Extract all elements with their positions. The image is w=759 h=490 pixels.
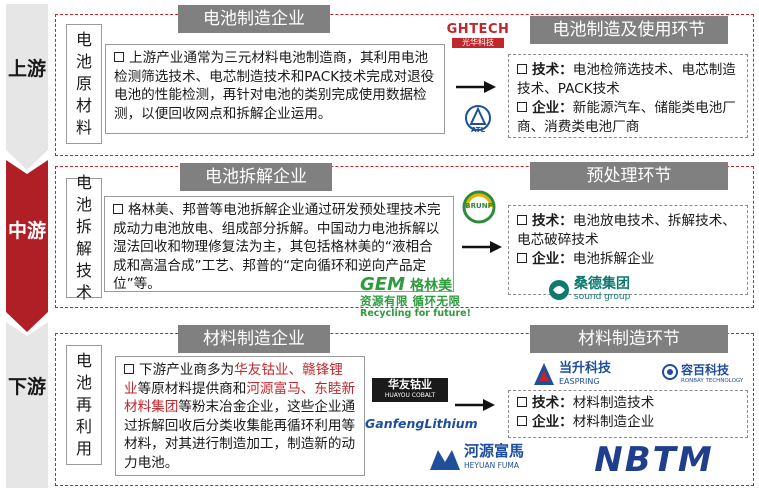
sound-emblem-icon [549,280,569,300]
bullet-square-icon [517,416,527,426]
downstream-detail-box: 技术：材料制造技术 企业：材料制造企业 [508,390,748,438]
bullet-square-icon [517,397,527,407]
upstream-right-header: 电池制造及使用环节 [530,16,728,44]
atl-logo: ATL [464,104,492,136]
ronbay-logo: 容百科技 RONBAY TECHNOLOGY [662,363,748,389]
upstream-arrow-icon [456,81,496,93]
bullet-square-icon [517,253,527,263]
upstream-section [55,14,754,156]
heyuan-fuma-logo: 河源富馬 HEYUAN FUMA [430,440,530,476]
downstream-description: 下游产业商多为华友钴业、赣锋锂业等原材料提供商和河源富马、东睦新材料集团等粉末冶… [115,356,365,476]
easpring-emblem-icon [534,363,554,385]
upstream-detail-box: 技术：电池检筛选技术、电芯制造技术、PACK技术 企业：新能源汽车、储能类电池厂… [508,54,748,138]
downstream-label: 下游 [7,376,46,398]
bullet-square-icon [124,364,134,374]
upstream-label: 上游 [7,58,46,80]
upstream-description: 上游产业通常为三元材料电池制造商，其利用电池检测筛选技术、电芯制造技术和PACK… [105,44,445,134]
ronbay-emblem-icon [662,364,678,380]
sound-group-logo: 桑德集团 sound group [548,276,658,304]
upstream-left-header: 电池制造企业 [178,5,330,33]
bullet-square-icon [517,64,527,74]
bullet-square-icon [114,52,124,62]
atl-emblem-icon [465,105,491,131]
midstream-description: 格林美、邦普等电池拆解企业通过研发预处理技术完成动力电池放电、组成部分拆解。中国… [104,196,454,292]
downstream-right-header: 材料制造环节 [530,325,728,353]
midstream-section [55,166,754,308]
midstream-left-header: 电池拆解企业 [180,163,332,191]
brunp-logo: BRUNP [462,190,496,224]
easpring-logo: 当升科技 EASPRING [533,360,625,388]
bullet-square-icon [517,102,527,112]
downstream-section [55,333,754,486]
nbtm-logo: NBTM [594,440,714,480]
midstream-label: 中游 [7,220,46,242]
upstream-side-label: 电池原材料 [66,24,102,144]
downstream-side-label: 电池再利用 [66,345,102,465]
gem-logo: GEM 格林美 资源有限 循环无限 Recycling for future! [360,274,471,320]
ghtech-logo: GHTECH 光华科技 [446,22,510,48]
bullet-square-icon [113,204,123,214]
heyuan-emblem-icon [430,450,460,470]
midstream-detail-box: 技术：电池放电技术、拆解技术、电芯破碎技术 企业：电池拆解企业 [508,205,748,295]
bullet-square-icon [517,215,527,225]
downstream-arrow-icon [455,399,495,411]
upstream-chevron: 上游 [6,4,48,170]
midstream-right-header: 预处理环节 [530,162,728,190]
downstream-chevron: 下游 [6,322,48,488]
midstream-arrow-icon [462,241,502,253]
midstream-chevron: 中游 [6,160,48,332]
brunp-emblem-icon [462,190,496,224]
downstream-left-header: 材料制造企业 [178,325,330,353]
midstream-side-label: 电池拆解技术 [66,173,102,302]
huayou-cobalt-logo: 华友钴业 HUAYOU COBALT [372,378,448,402]
ganfeng-lithium-logo: GanfengLithium [365,416,478,431]
